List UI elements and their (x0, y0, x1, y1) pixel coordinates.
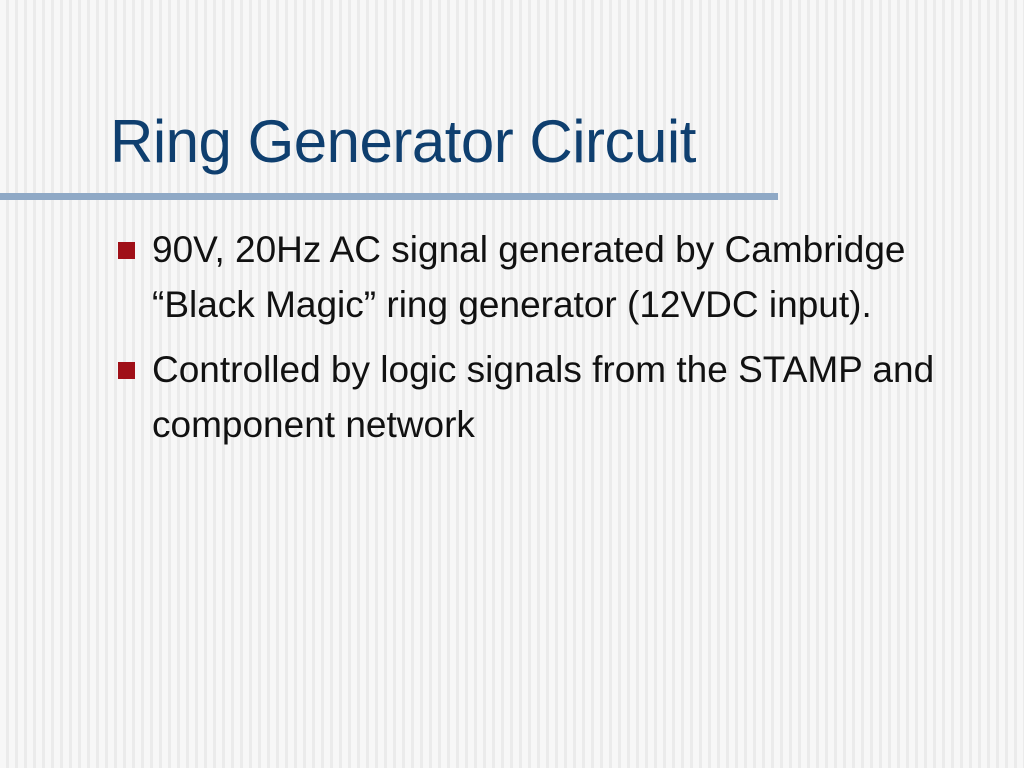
square-bullet-icon (118, 362, 135, 379)
bullet-item: Controlled by logic signals from the STA… (116, 342, 996, 452)
bullet-item: 90V, 20Hz AC signal generated by Cambrid… (116, 222, 996, 332)
bullet-text: Controlled by logic signals from the STA… (152, 349, 935, 445)
title-underline (0, 193, 778, 200)
bullet-list: 90V, 20Hz AC signal generated by Cambrid… (116, 222, 996, 462)
slide-title: Ring Generator Circuit (110, 108, 696, 175)
bullet-text: 90V, 20Hz AC signal generated by Cambrid… (152, 229, 906, 325)
square-bullet-icon (118, 242, 135, 259)
